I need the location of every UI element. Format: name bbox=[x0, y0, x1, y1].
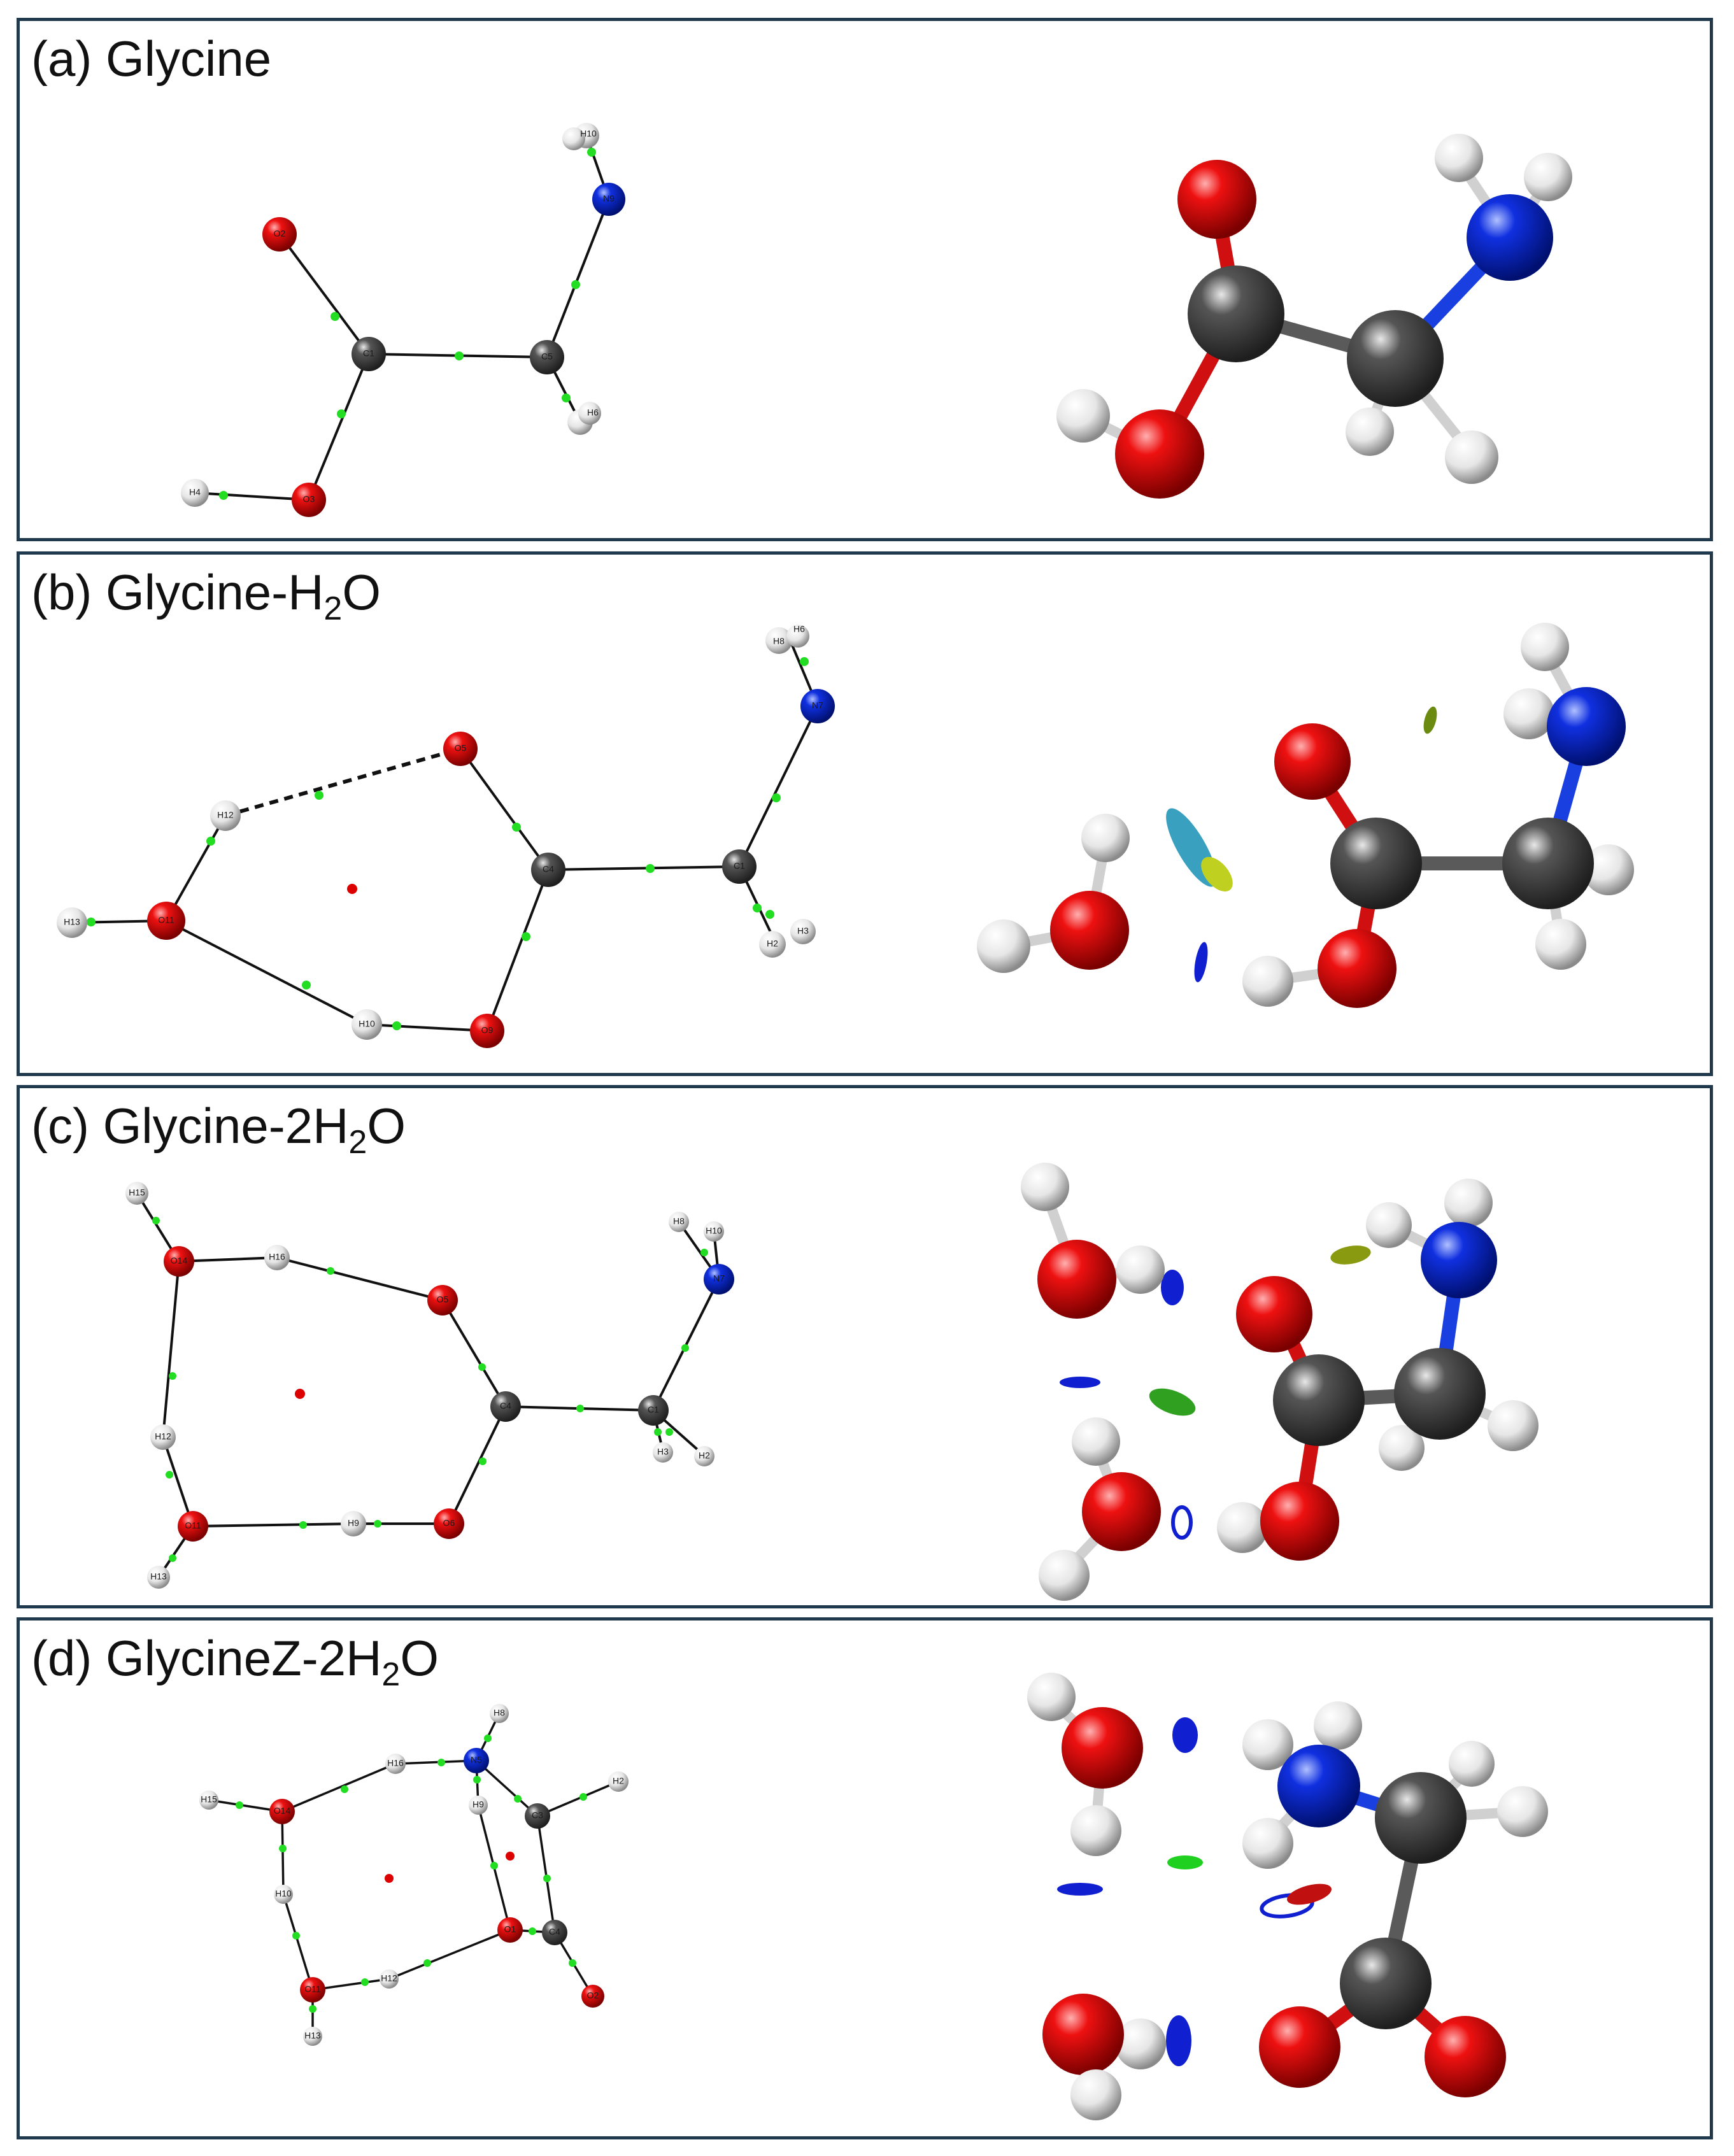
panel-a-graph bbox=[194, 135, 610, 501]
svg-text:O11: O11 bbox=[185, 1521, 201, 1531]
svg-text:N7: N7 bbox=[812, 700, 823, 711]
svg-text:C5: C5 bbox=[541, 351, 553, 362]
svg-text:O3: O3 bbox=[303, 494, 315, 504]
panel-b-figure: O5 C4 C1 N7 H8 H6 H3 H2 H12 O11 H13 H10 … bbox=[57, 623, 1634, 1048]
svg-text:H2: H2 bbox=[699, 1450, 710, 1461]
panel-c-atoms: H15 O14 H16 O5 C4 C1 N7 H8 H10 H3 H2 H12… bbox=[125, 1182, 734, 1589]
svg-text:O5: O5 bbox=[437, 1294, 449, 1305]
panel-c-3d-model bbox=[1021, 1163, 1539, 1601]
svg-text:N5: N5 bbox=[471, 1755, 482, 1765]
svg-text:C3: C3 bbox=[532, 1810, 543, 1820]
panel-a: (a) Glycine O2 C1 bbox=[17, 18, 1713, 541]
svg-text:H10: H10 bbox=[275, 1889, 292, 1899]
panel-c-figure: H15 O14 H16 O5 C4 C1 N7 H8 H10 H3 H2 H12… bbox=[125, 1163, 1539, 1601]
svg-text:H13: H13 bbox=[304, 2031, 321, 2041]
panel-b-3d-model bbox=[977, 623, 1634, 1008]
svg-text:O11: O11 bbox=[304, 1984, 321, 1994]
svg-text:C1: C1 bbox=[363, 348, 374, 358]
svg-text:H6: H6 bbox=[793, 624, 805, 634]
svg-text:H6: H6 bbox=[587, 408, 599, 418]
svg-text:H12: H12 bbox=[217, 810, 234, 820]
svg-text:H16: H16 bbox=[387, 1758, 404, 1768]
svg-text:H13: H13 bbox=[150, 1571, 167, 1582]
svg-text:N7: N7 bbox=[713, 1273, 725, 1284]
panel-d-ring-critical-point-2 bbox=[506, 1852, 515, 1861]
svg-text:H3: H3 bbox=[657, 1447, 669, 1457]
svg-text:H12: H12 bbox=[155, 1431, 171, 1442]
svg-text:C1: C1 bbox=[734, 861, 745, 871]
panel-a-atoms: O2 C1 C5 N9 H10 H6 H4 O3 bbox=[181, 123, 625, 517]
svg-text:H2: H2 bbox=[767, 939, 778, 949]
panel-d-atoms: H8 N5 H16 H9 C3 H2 H15 O14 H10 O1 C4 O2 … bbox=[199, 1704, 629, 2046]
svg-text:H8: H8 bbox=[773, 636, 785, 646]
panel-d-title: (d) GlycineZ-2H2O bbox=[31, 1630, 439, 1693]
svg-text:O9: O9 bbox=[481, 1025, 494, 1035]
svg-text:H2: H2 bbox=[613, 1776, 624, 1786]
panel-c-ring-critical-point bbox=[295, 1389, 305, 1399]
svg-text:O2: O2 bbox=[587, 1990, 599, 2001]
svg-text:C4: C4 bbox=[549, 1927, 560, 1937]
panel-a-title: (a) Glycine bbox=[31, 31, 272, 87]
panel-b: (b) Glycine-H2O bbox=[17, 551, 1713, 1076]
svg-text:H16: H16 bbox=[269, 1252, 285, 1262]
svg-text:H10: H10 bbox=[706, 1226, 722, 1236]
svg-text:C4: C4 bbox=[543, 864, 554, 874]
svg-text:H3: H3 bbox=[797, 926, 809, 936]
svg-text:O5: O5 bbox=[455, 743, 467, 753]
svg-text:H8: H8 bbox=[494, 1708, 505, 1718]
panel-c-bond-critical-points bbox=[152, 1217, 708, 1562]
panel-a-3d-model bbox=[1056, 134, 1572, 499]
panel-b-atoms: O5 C4 C1 N7 H8 H6 H3 H2 H12 O11 H13 H10 … bbox=[57, 624, 835, 1048]
svg-text:H4: H4 bbox=[189, 487, 201, 497]
panel-c: (c) Glycine-2H2O bbox=[17, 1085, 1713, 1608]
panel-d-3d-model bbox=[1027, 1673, 1548, 2120]
svg-text:H12: H12 bbox=[381, 1973, 397, 1983]
svg-text:O2: O2 bbox=[274, 229, 286, 239]
svg-text:O11: O11 bbox=[158, 915, 174, 925]
svg-text:H15: H15 bbox=[129, 1188, 145, 1198]
panel-b-graph bbox=[71, 640, 819, 1032]
svg-text:H15: H15 bbox=[201, 1794, 217, 1805]
panel-c-graph bbox=[136, 1192, 720, 1578]
panel-a-bond-critical-points bbox=[219, 148, 596, 500]
svg-text:C1: C1 bbox=[648, 1405, 659, 1415]
panel-c-title: (c) Glycine-2H2O bbox=[31, 1098, 406, 1161]
panel-d-ring-critical-point bbox=[385, 1874, 394, 1883]
panel-a-figure: O2 C1 C5 N9 H10 H6 H4 O3 bbox=[181, 123, 1572, 517]
svg-text:H10: H10 bbox=[359, 1019, 375, 1029]
svg-text:H8: H8 bbox=[673, 1216, 685, 1226]
panel-b-ring-critical-point bbox=[347, 884, 357, 894]
panel-d-bond-critical-points bbox=[236, 1734, 587, 2013]
svg-text:H9: H9 bbox=[348, 1518, 359, 1528]
svg-text:O1: O1 bbox=[504, 1924, 516, 1934]
svg-text:H10: H10 bbox=[580, 129, 597, 139]
panel-d-figure: H8 N5 H16 H9 C3 H2 H15 O14 H10 O1 C4 O2 … bbox=[199, 1673, 1548, 2120]
panel-b-title: (b) Glycine-H2O bbox=[31, 564, 381, 627]
svg-text:O6: O6 bbox=[443, 1518, 455, 1528]
panel-d: (d) GlycineZ-2H2O bbox=[17, 1617, 1713, 2139]
svg-text:H9: H9 bbox=[473, 1799, 484, 1810]
panel-d-graph bbox=[208, 1713, 619, 2034]
svg-text:N9: N9 bbox=[603, 194, 615, 204]
svg-text:O14: O14 bbox=[274, 1806, 291, 1816]
panel-b-bond-critical-points bbox=[87, 657, 809, 1030]
svg-text:H13: H13 bbox=[64, 917, 80, 927]
svg-text:C4: C4 bbox=[500, 1401, 511, 1411]
svg-text:O14: O14 bbox=[171, 1256, 188, 1266]
